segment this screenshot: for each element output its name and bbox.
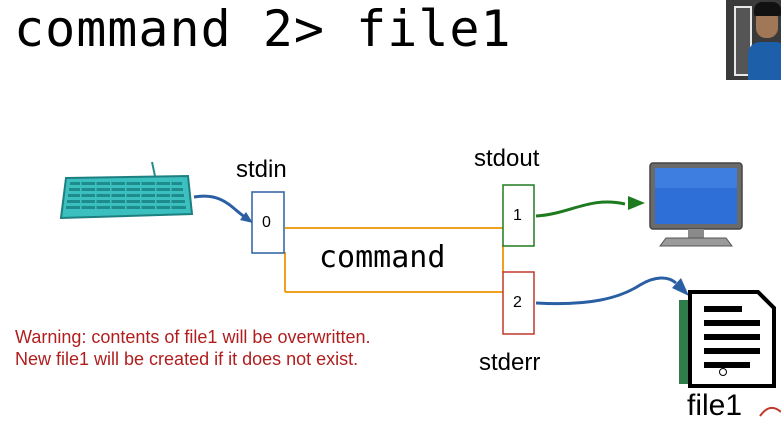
stdout-fd-number: 1 <box>513 207 522 224</box>
monitor-icon <box>649 162 743 247</box>
warning-line-1: Warning: contents of file1 will be overw… <box>15 327 371 347</box>
stdout-arrow <box>535 200 626 218</box>
command-pipe-lines <box>284 227 504 293</box>
file1-label: file1 <box>687 389 743 422</box>
stderr-fd-number: 2 <box>513 294 522 311</box>
slide-title: command 2> file1 <box>14 0 512 58</box>
warning-line-2: New file1 will be created if it does not… <box>15 349 359 369</box>
keyboard-icon <box>59 161 194 220</box>
stderr-arrow <box>535 276 677 306</box>
stdin-label: stdin <box>236 156 287 183</box>
stderr-label: stderr <box>479 349 541 376</box>
stderr-fd-box <box>502 271 535 335</box>
stdout-label: stdout <box>474 145 540 172</box>
overwrite-warning: Warning: contents of file1 will be overw… <box>15 326 371 370</box>
presenter-webcam <box>726 0 781 80</box>
stdin-fd-number: 0 <box>262 214 271 231</box>
stdin-fd-box <box>251 191 285 254</box>
command-label: command <box>319 240 446 275</box>
stdin-arrow <box>193 194 249 221</box>
stdout-fd-box <box>502 184 535 247</box>
document-icon <box>679 290 776 388</box>
